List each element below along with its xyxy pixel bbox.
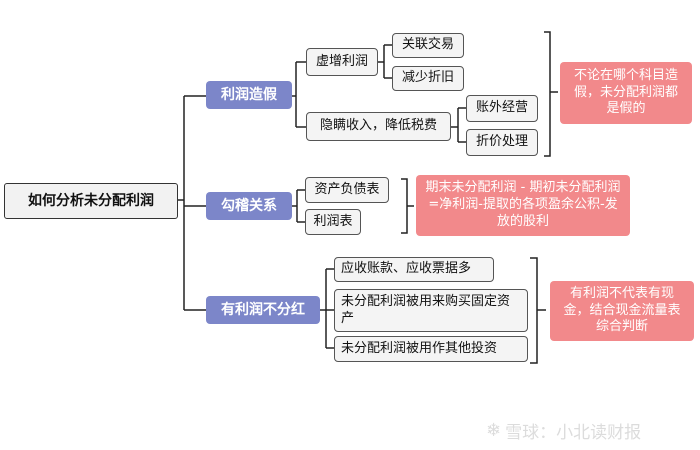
node-other-investment: 未分配利润被用作其他投资 [334, 336, 528, 362]
node-receivables: 应收账款、应收票据多 [334, 257, 494, 282]
node-related-transactions: 关联交易 [392, 33, 464, 58]
snowball-logo-icon: ❄ [486, 419, 502, 441]
node-inflated-profit: 虚增利润 [306, 48, 378, 76]
bracket-branch-1 [544, 31, 558, 157]
node-income-statement: 利润表 [305, 209, 361, 235]
bracket-branch-3 [530, 257, 546, 364]
category-profit-no-dividend: 有利润不分红 [206, 296, 320, 324]
watermark-text: 雪球：小北读财报 [505, 422, 642, 443]
watermark: ❄ 雪球：小北读财报 [486, 418, 686, 443]
category-reconciliation: 勾稽关系 [206, 192, 292, 220]
note-cash-flow: 有利润不代表有现金，结合现金流量表综合判断 [550, 281, 694, 341]
node-fixed-assets: 未分配利润被用来购买固定资产 [334, 289, 528, 332]
node-reduce-depreciation: 减少折旧 [392, 66, 464, 91]
category-profit-fraud: 利润造假 [206, 81, 292, 109]
note-reconciliation-formula: 期末未分配利润 - 期初未分配利润=净利润-提取的各项盈余公积-发放的股利 [416, 175, 630, 236]
node-off-book-operation: 账外经营 [466, 95, 538, 122]
node-balance-sheet: 资产负债表 [305, 177, 389, 203]
bracket-branch-2 [401, 178, 414, 234]
note-profit-fraud: 不论在哪个科目造假，未分配利润都是假的 [560, 62, 692, 124]
node-discount-handling: 折价处理 [466, 129, 538, 156]
node-hide-income: 隐瞒收入，降低税费 [306, 112, 451, 141]
root-node: 如何分析未分配利润 [4, 183, 178, 219]
